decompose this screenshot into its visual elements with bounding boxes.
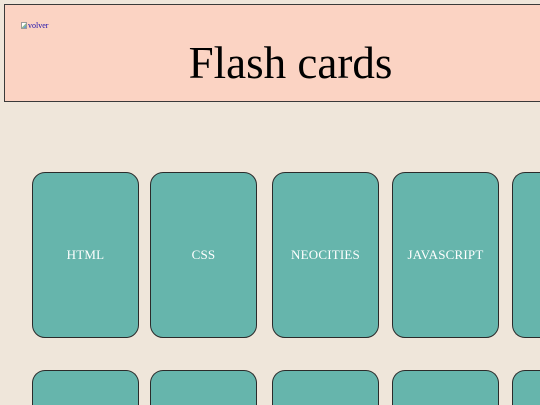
flash-card-row2-5[interactable]: [512, 370, 540, 405]
flash-card-javascript[interactable]: JAVASCRIPT: [392, 172, 499, 338]
flash-card-partial[interactable]: [512, 172, 540, 338]
flash-card-row2-4[interactable]: [392, 370, 499, 405]
card-label: NEOCITIES: [291, 247, 360, 262]
back-link[interactable]: volver: [21, 21, 48, 30]
card-label: JAVASCRIPT: [407, 247, 484, 262]
card-label: HTML: [66, 247, 105, 262]
page-title: Flash cards: [188, 38, 393, 88]
flash-card-html[interactable]: HTML: [32, 172, 139, 338]
back-link-alt-text: volver: [28, 21, 49, 30]
flash-card-row2-3[interactable]: [272, 370, 379, 405]
flash-card-row2-1[interactable]: [32, 370, 139, 405]
flash-card-row2-2[interactable]: [150, 370, 257, 405]
broken-image-icon: [21, 22, 27, 29]
flash-card-css[interactable]: CSS: [150, 172, 257, 338]
page-header: volver Flash cards: [4, 4, 540, 102]
card-label: CSS: [191, 247, 216, 262]
flash-card-neocities[interactable]: NEOCITIES: [272, 172, 379, 338]
